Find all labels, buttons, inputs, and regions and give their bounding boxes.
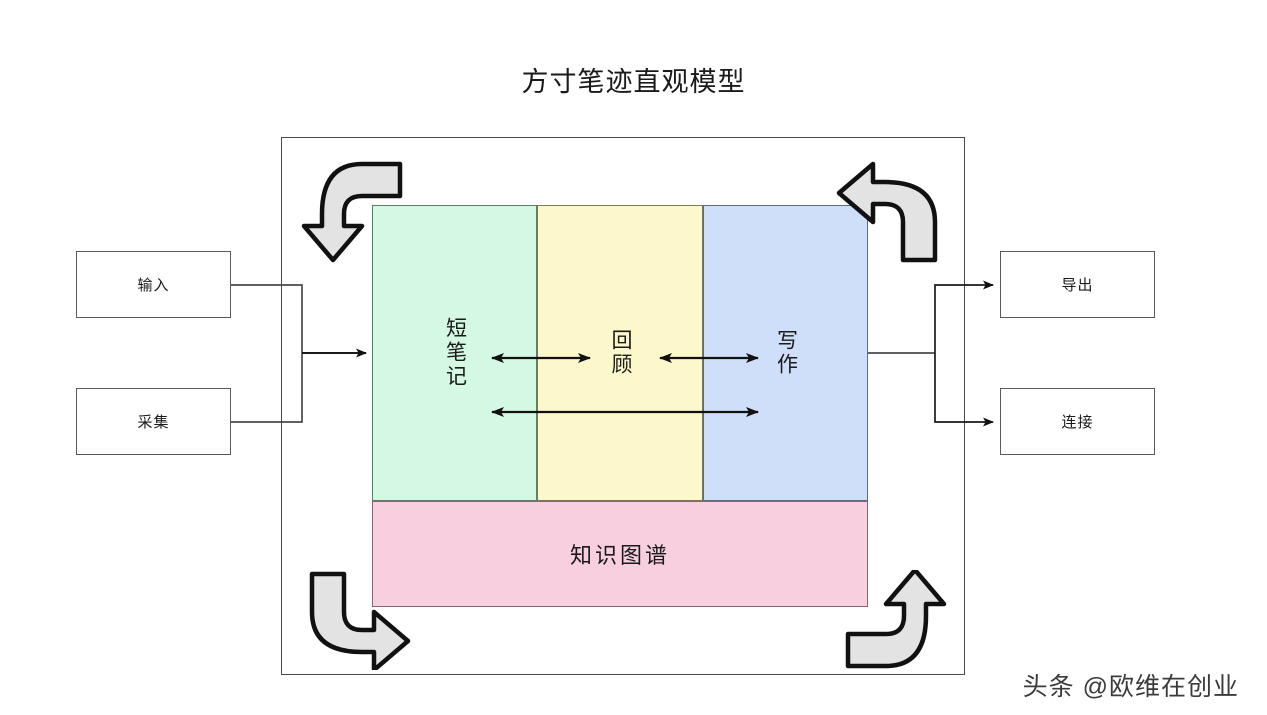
box-connect[interactable]: 连接 [1000, 388, 1155, 455]
box-input[interactable]: 输入 [76, 251, 231, 318]
cycle-arrow-bottom-right-icon [845, 570, 947, 669]
page-title: 方寸笔迹直观模型 [521, 67, 746, 97]
core-model-grid: 短笔记 回顾 写作 知识图谱 [372, 205, 868, 607]
cycle-arrow-top-right-icon [836, 161, 938, 263]
box-collect[interactable]: 采集 [76, 388, 231, 455]
box-input-label: 输入 [137, 277, 170, 294]
watermark: 头条 @欧维在创业 [1022, 673, 1239, 701]
panel-short-notes-label: 短笔记 [443, 317, 467, 389]
panel-knowledge-graph-label: 知识图谱 [569, 543, 670, 568]
box-export-label: 导出 [1061, 277, 1094, 294]
panel-knowledge-graph[interactable]: 知识图谱 [372, 501, 868, 607]
cycle-arrow-top-left-icon [301, 161, 403, 263]
box-collect-label: 采集 [137, 414, 170, 431]
cycle-arrow-bottom-left-icon [309, 571, 411, 670]
panel-review-label: 回顾 [609, 329, 633, 377]
box-export[interactable]: 导出 [1000, 251, 1155, 318]
panel-writing-label: 写作 [774, 329, 798, 377]
box-connect-label: 连接 [1061, 414, 1094, 431]
panel-review[interactable]: 回顾 [537, 205, 703, 501]
